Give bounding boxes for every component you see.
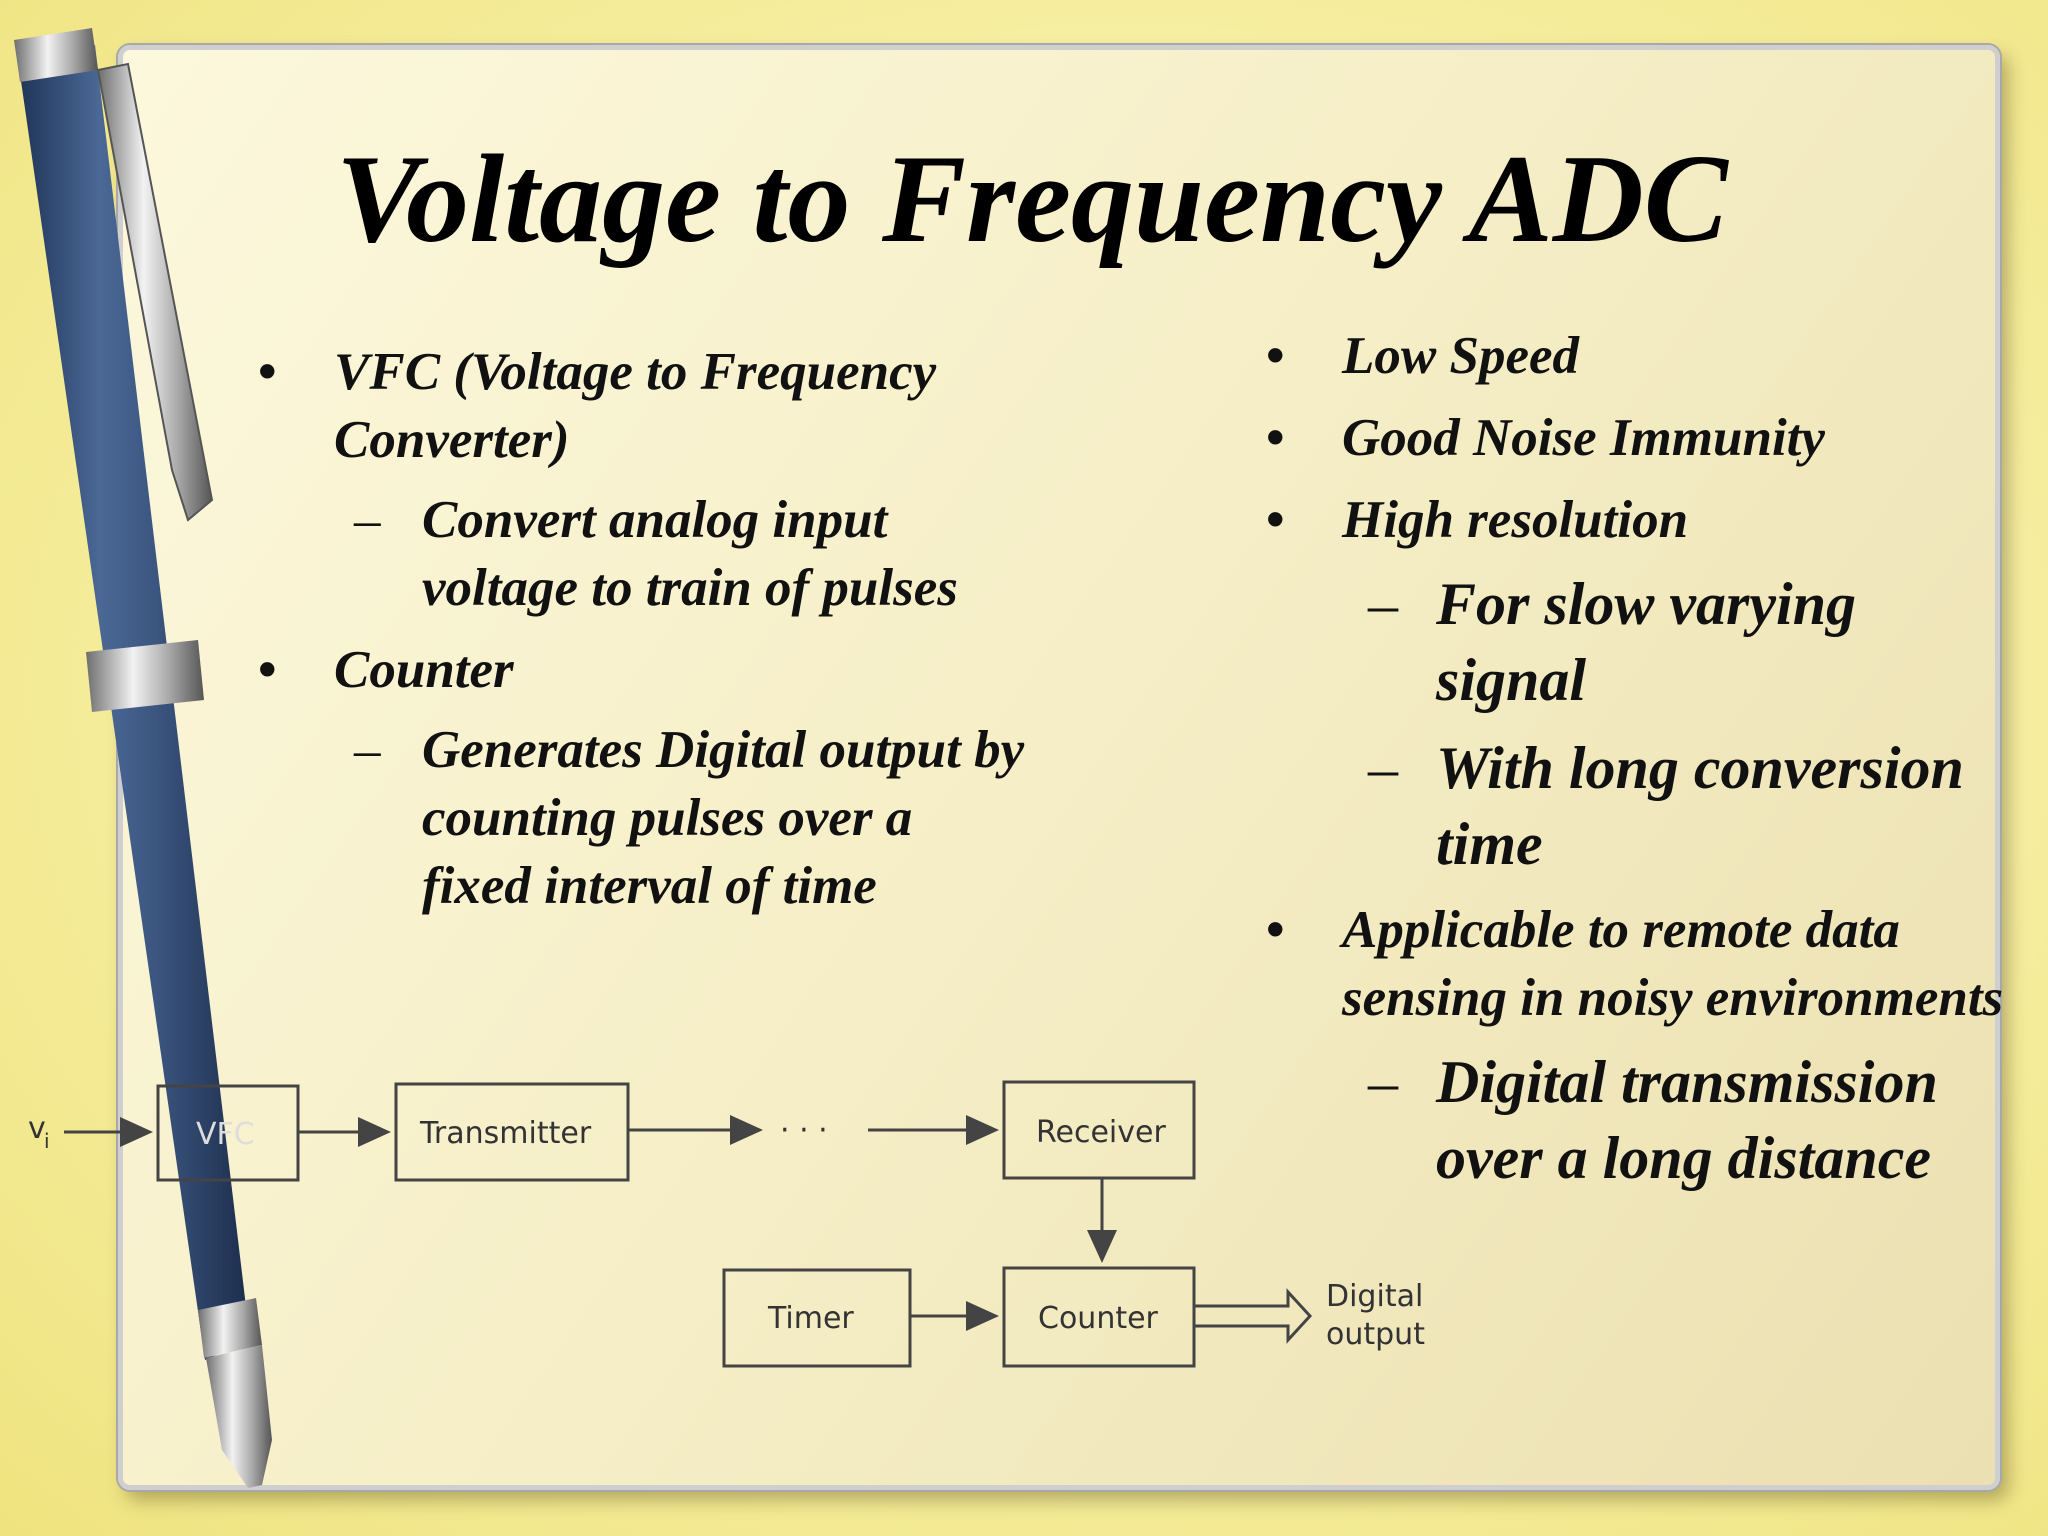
input-label: v (28, 1111, 46, 1146)
bullet-item: Applicable to remote data sensing in noi… (1258, 896, 2018, 1196)
sub-list: Generates Digital output by counting pul… (334, 716, 1030, 920)
sub-list: Digital transmission over a long distanc… (1342, 1044, 2018, 1196)
bullet-text: High resolution (1342, 491, 1689, 549)
right-bullet-list: Low Speed Good Noise Immunity High resol… (1258, 322, 2018, 1210)
sub-list: Convert analog input voltage to train of… (334, 486, 1030, 622)
bullet-text: Counter (334, 641, 514, 699)
sub-item: With long conversion time (1348, 730, 2018, 882)
input-subscript: i (44, 1129, 50, 1153)
channel-dots: · · · (780, 1113, 828, 1148)
bullet-text: Applicable to remote data sensing in noi… (1342, 901, 2004, 1027)
left-bullet-list: VFC (Voltage to Frequency Converter) Con… (250, 338, 1030, 934)
bullet-item: Good Noise Immunity (1258, 404, 2018, 472)
output-label-line2: output (1326, 1317, 1425, 1352)
output-label-line1: Digital (1326, 1279, 1423, 1314)
slide-title: Voltage to Frequency ADC (336, 130, 1728, 269)
sub-item: Digital transmission over a long distanc… (1348, 1044, 2018, 1196)
bullet-text: Low Speed (1342, 327, 1579, 385)
bullet-text: Good Noise Immunity (1342, 409, 1825, 467)
bullet-item: Low Speed (1258, 322, 2018, 390)
output-arrow (1194, 1288, 1313, 1344)
sub-item: Convert analog input voltage to train of… (334, 486, 1030, 622)
bullet-item: VFC (Voltage to Frequency Converter) Con… (250, 338, 1030, 622)
sub-list: For slow varying signal With long conver… (1342, 566, 2018, 882)
sub-item: Generates Digital output by counting pul… (334, 716, 1030, 920)
counter-label: Counter (1038, 1301, 1159, 1336)
transmitter-label: Transmitter (419, 1116, 592, 1151)
bullet-item: High resolution For slow varying signal … (1258, 486, 2018, 882)
vfc-block-diagram: v i VFC Transmitter · · · Receiver Timer… (28, 1080, 1425, 1368)
bullet-text: VFC (Voltage to Frequency Converter) (334, 343, 937, 469)
timer-label: Timer (767, 1301, 854, 1336)
receiver-label: Receiver (1036, 1115, 1166, 1150)
sub-item: For slow varying signal (1348, 566, 2018, 718)
counter-box (1002, 1266, 1196, 1368)
pen-illustration (14, 28, 272, 1488)
receiver-box (1002, 1080, 1196, 1180)
transmitter-box (394, 1082, 630, 1182)
vfc-label: VFC (196, 1117, 255, 1152)
bullet-item: Counter Generates Digital output by coun… (250, 636, 1030, 920)
timer-box (722, 1268, 912, 1368)
